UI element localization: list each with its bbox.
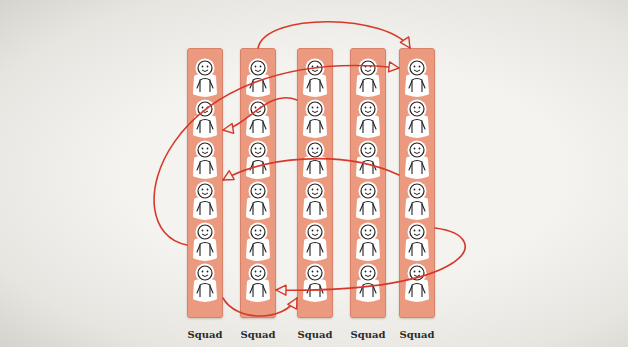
person-figure [305,182,325,219]
person-figure [305,59,325,96]
move-arrow [223,98,297,130]
label-holder: Squad [187,323,223,337]
person-figure [248,223,268,260]
person-figure [358,59,378,96]
person-figure [195,223,215,260]
person-figure [358,182,378,219]
squad-band-fill [399,48,435,318]
person-figure [305,264,325,301]
person-figure [248,141,268,178]
squad-label: Squad [351,329,386,341]
person-figure [195,264,215,301]
person-figure [358,100,378,137]
person-figure [407,100,427,137]
person-figure [248,264,268,301]
person-figure [195,59,215,96]
move-arrow [223,298,297,316]
squad-label: Squad [298,329,333,341]
person-figure [248,59,268,96]
person-figure [407,141,427,178]
person-figure [407,264,427,301]
squad-band-fill [240,48,276,318]
person-figure [248,182,268,219]
label-holder: Squad [297,323,333,337]
person-figure [195,141,215,178]
squad-band-fill [350,48,386,318]
squad-label: Squad [400,329,435,341]
person-figure [358,141,378,178]
squad-band: Squad [240,48,276,337]
move-arrow [154,66,399,245]
move-arrow [258,22,410,48]
person-figure [358,223,378,260]
person-figure [358,264,378,301]
person-figure [407,223,427,260]
person-figure [195,182,215,219]
label-holder: Squad [399,323,435,337]
squad-label: Squad [241,329,276,341]
label-holder: Squad [240,323,276,337]
person-figure [195,100,215,137]
move-arrow [276,228,465,290]
person-figure [305,141,325,178]
squad-band: Squad [350,48,386,337]
squad-label: Squad [188,329,223,341]
squad-band-fill [297,48,333,318]
person-figure [248,100,268,137]
squad-band: Squad [399,48,435,337]
squad-band: Squad [297,48,333,337]
person-figure [407,182,427,219]
person-figure [305,100,325,137]
label-holder: Squad [350,323,386,337]
squad-band: Squad [187,48,223,337]
squad-band-fill [187,48,223,318]
person-figure [407,59,427,96]
move-arrow [223,159,399,180]
person-figure [305,223,325,260]
